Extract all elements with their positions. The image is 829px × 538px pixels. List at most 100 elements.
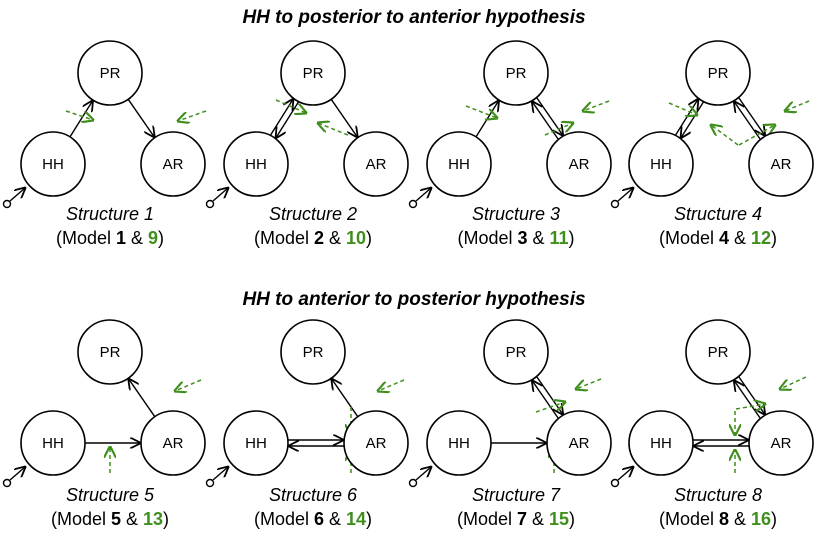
model-number-green: 13 (143, 509, 163, 529)
caption-close: ) (771, 509, 777, 529)
structure-name: Structure 6 (269, 485, 358, 505)
input-arrow (212, 188, 228, 202)
node-label-ar: AR (163, 156, 184, 173)
model-caption: (Model 8 & 16) (659, 509, 777, 529)
node-label-ar: AR (569, 156, 590, 173)
caption-amp: & (527, 509, 549, 529)
edge-pr-to-ar (738, 97, 765, 136)
input-arrow (617, 467, 633, 481)
input-arrow (212, 467, 228, 481)
node-label-pr: PR (303, 344, 324, 361)
node-ar (748, 131, 814, 197)
noise-arrow (576, 378, 602, 389)
model-caption: (Model 7 & 15) (457, 509, 575, 529)
model-caption: (Model 1 & 9) (56, 228, 164, 248)
structure-name: Structure 2 (269, 204, 357, 224)
model-number: 1 (116, 228, 126, 248)
edge-ar-to-pr (332, 379, 359, 418)
node-pr (280, 40, 346, 106)
input-arrow (415, 188, 431, 202)
input-arrow (617, 188, 633, 202)
input-source-circle (205, 478, 215, 488)
node-ar (546, 410, 612, 476)
structure-name: Structure 4 (674, 204, 762, 224)
noise-arrow (780, 376, 807, 389)
model-number: 5 (111, 509, 121, 529)
node-label-hh: HH (245, 435, 267, 452)
node-label-pr: PR (708, 344, 729, 361)
caption-close: ) (163, 509, 169, 529)
noise-arrow (711, 125, 739, 146)
caption-open: (Model (51, 509, 111, 529)
node-hh (426, 410, 492, 476)
node-hh (20, 131, 86, 197)
model-number-green: 16 (751, 509, 771, 529)
node-label-ar: AR (771, 435, 792, 452)
node-ar (140, 410, 206, 476)
node-pr (77, 40, 143, 106)
noise-arrow (535, 402, 565, 413)
edge-pr-to-ar (738, 376, 765, 415)
caption-close: ) (771, 228, 777, 248)
node-hh (628, 131, 694, 197)
caption-open: (Model (659, 228, 719, 248)
caption-open: (Model (659, 509, 719, 529)
node-label-hh: HH (650, 435, 672, 452)
node-pr (483, 40, 549, 106)
noise-arrow (583, 100, 610, 111)
node-ar (748, 410, 814, 476)
node-label-hh: HH (650, 156, 672, 173)
heading-bottom: HH to anterior to posterior hypothesis (242, 289, 585, 310)
node-ar (140, 131, 206, 197)
caption-open: (Model (254, 509, 314, 529)
noise-arrow (175, 379, 202, 391)
node-label-hh: HH (448, 156, 470, 173)
input-arrow (9, 188, 25, 202)
input-source-circle (205, 199, 215, 209)
input-arrow (9, 467, 25, 481)
caption-close: ) (366, 228, 372, 248)
model-number: 7 (517, 509, 527, 529)
input-source-circle (408, 199, 418, 209)
node-hh (628, 410, 694, 476)
node-label-hh: HH (42, 156, 64, 173)
noise-arrow (178, 110, 207, 121)
noise-arrow (465, 105, 497, 118)
caption-open: (Model (457, 509, 517, 529)
node-label-ar: AR (569, 435, 590, 452)
node-label-hh: HH (42, 435, 64, 452)
noise-arrow (544, 123, 573, 136)
node-label-pr: PR (100, 344, 121, 361)
caption-amp: & (324, 228, 346, 248)
model-number-green: 11 (550, 228, 569, 248)
node-ar (343, 410, 409, 476)
structure-panel-5: PR HH AR Structure 5 (Model 5 & 13) (2, 319, 206, 529)
model-number: 8 (719, 509, 729, 529)
model-number-green: 10 (346, 228, 366, 248)
model-number-green: 14 (346, 509, 366, 529)
edge-pr-to-ar (127, 98, 154, 137)
model-caption: (Model 5 & 13) (51, 509, 169, 529)
caption-open: (Model (254, 228, 314, 248)
node-label-hh: HH (448, 435, 470, 452)
noise-arrow (785, 100, 810, 111)
edge-hh-to-pr (475, 101, 498, 138)
noise-arrow (318, 123, 349, 136)
caption-amp: & (528, 228, 550, 248)
node-pr (280, 319, 346, 385)
edge-pr-to-ar (536, 376, 563, 415)
node-label-ar: AR (163, 435, 184, 452)
caption-amp: & (324, 509, 346, 529)
caption-amp: & (121, 509, 143, 529)
edge-pr-to-ar (330, 98, 357, 137)
edge-ar-to-pr (532, 102, 559, 140)
structure-name: Structure 5 (66, 485, 155, 505)
node-pr (483, 319, 549, 385)
